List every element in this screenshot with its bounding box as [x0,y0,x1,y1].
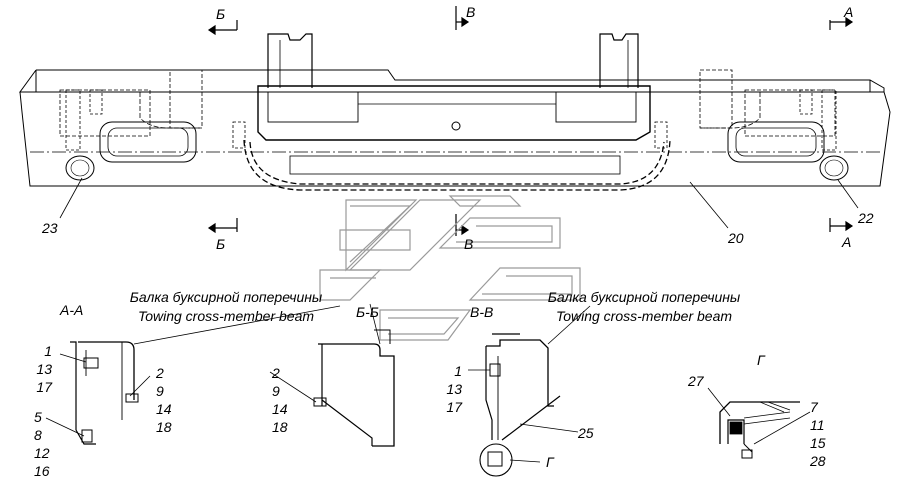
part-label-20: 20 [728,230,744,246]
beam-title-ru: Балка буксирной поперечины [547,289,741,305]
part-label: 5 [34,409,42,425]
part-label-22: 22 [858,210,874,226]
detail-g-callout [479,443,513,477]
beam-title-ru: Балка буксирной поперечины [129,289,323,305]
watermark-logo [319,195,581,341]
part-label: 14 [156,401,172,417]
view-marker-v-top: В [466,4,476,20]
bumper-body [19,91,891,187]
mount-bracket-left [267,33,313,88]
part-label: 8 [34,427,42,443]
vv-labels-top: 1 13 17 [440,362,462,416]
part-label: 2 [156,365,164,381]
g-labels-right: 7 11 15 28 [810,398,826,470]
aa-labels-mid: 2 9 14 18 [156,364,172,436]
view-marker-b-bottom: Б [216,236,226,252]
part-label: 17 [446,399,462,415]
tow-pocket-outline [257,85,651,141]
fog-lamp-right [727,121,825,163]
section-title-vv: В-В [470,304,494,320]
part-label: 15 [810,435,826,451]
tow-beam-dashed [249,141,665,185]
part-label-23: 23 [42,220,58,236]
detail-g-drawing [707,387,811,459]
aa-labels-bottom: 5 8 12 16 [34,408,50,480]
part-label: 18 [156,419,172,435]
beam-title-en: Towing cross-member beam [137,308,315,324]
section-title-aa: А-А [60,302,84,318]
bumper-main-view [19,33,891,191]
cut-marks [207,6,854,236]
part-label: 18 [272,419,288,435]
part-label: 28 [810,453,826,469]
part-label: 2 [272,365,280,381]
detail-ref-g: Г [546,454,554,470]
beam-title-en: Towing cross-member beam [555,308,733,324]
part-label: 13 [36,361,52,377]
view-marker-b-top: Б [216,6,226,22]
beam-title-right: Балка буксирной поперечины Towing cross-… [524,288,764,326]
bb-labels-mid: 2 9 14 18 [272,364,288,436]
aa-labels-top: 1 13 17 [30,342,52,396]
view-marker-a-bottom: А [842,234,852,250]
part-label: 9 [156,383,164,399]
marker-light-right [819,155,849,181]
beam-title-left: Балка буксирной поперечины Towing cross-… [106,288,346,326]
view-marker-a-top: А [844,4,854,20]
section-title-bb: Б-Б [356,304,379,320]
part-label: 14 [272,401,288,417]
section-vv-drawing [468,305,591,477]
section-title-g: Г [757,352,765,368]
part-label: 17 [36,379,52,395]
part-label: 1 [44,343,52,359]
part-label: 16 [34,463,50,479]
part-label: 9 [272,383,280,399]
part-label: 1 [454,363,462,379]
part-label: 7 [810,399,818,415]
fog-lamp-left [99,121,197,163]
section-aa-drawing [45,305,341,445]
tow-hole [451,121,461,131]
view-marker-v-bottom: В [464,236,474,252]
part-label: 13 [446,381,462,397]
part-label-25: 25 [578,425,594,441]
part-label: 11 [810,417,825,433]
mount-bracket-right [599,33,639,88]
section-bb-drawing [269,303,395,447]
part-label: 12 [34,445,50,461]
bumper-top-band [19,69,885,93]
part-label-27: 27 [688,373,704,389]
marker-light-left [65,155,95,181]
